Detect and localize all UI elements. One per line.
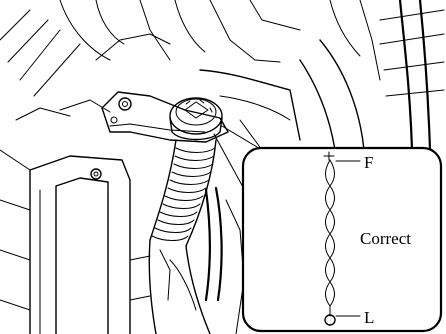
full-mark-label: F	[364, 153, 373, 172]
level-status-label: Correct	[360, 229, 411, 248]
frame-bracket	[0, 150, 130, 334]
lower-components	[130, 188, 244, 334]
filler-cap	[170, 98, 222, 140]
low-mark-label: L	[364, 308, 374, 327]
dipstick-detail-inset	[243, 148, 441, 331]
reservoir-mount-plate	[102, 92, 228, 142]
